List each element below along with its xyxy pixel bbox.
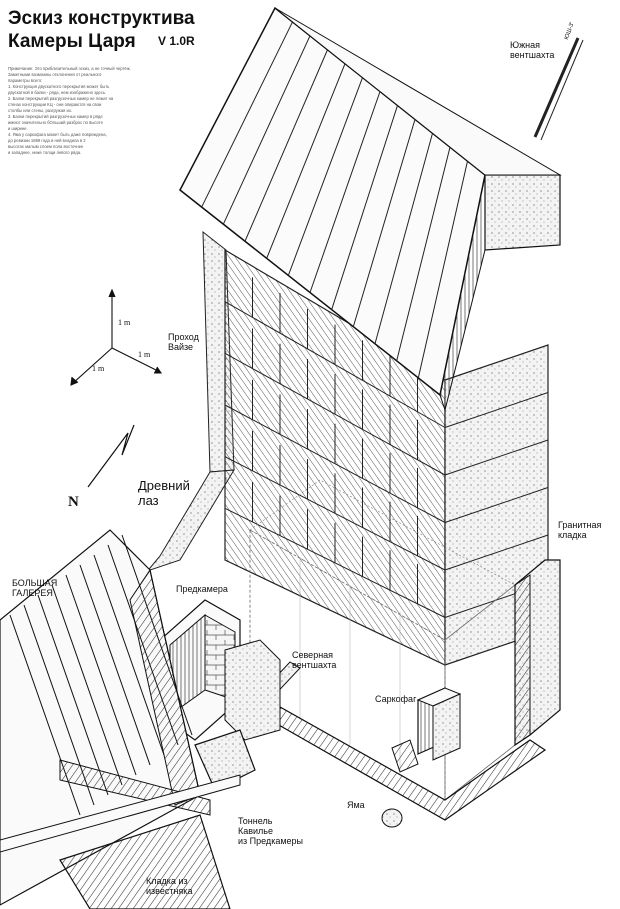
pit: [381, 739, 419, 828]
north-label: N: [68, 494, 79, 510]
gallery-step-line: [51, 584, 123, 786]
right-course-line: [444, 534, 549, 571]
roof-slat-line: [244, 49, 328, 242]
axis-label-z: 1 m: [92, 364, 105, 373]
note-line: 2. Балки перекрытий разгрузочных камер н…: [8, 96, 114, 101]
note-line: столбы или стены, разгружая их.: [8, 108, 73, 113]
note-line: имеют значительно бОльший разброс по выс…: [8, 120, 103, 125]
limestone-masonry: [59, 814, 231, 909]
note-line: Примечание: Это приблизительный эскиз, а…: [8, 66, 131, 71]
note-line: параметры всего:: [8, 78, 43, 83]
roof-slat-line: [374, 133, 433, 344]
label-pit: Яма: [347, 800, 365, 810]
gallery-step-line: [79, 564, 151, 766]
title-line-1: Эскиз конструктива: [8, 8, 195, 29]
roof-slat-line: [266, 63, 346, 259]
label-antechamber: Предкамера: [176, 584, 228, 594]
note-line: 1. Конструкция двускатного перекрытия мо…: [8, 84, 110, 89]
roof-slat-line: [309, 91, 381, 293]
north-arrow: [87, 424, 135, 488]
note-line: стенах конструкции КЦ - они опираются на…: [8, 102, 102, 107]
note-line: и западнее, ниже толщи левого ряда.: [8, 150, 82, 155]
axis-label-y: 1 m: [118, 318, 131, 327]
cavillier-tunnel: [0, 729, 256, 853]
title-line-2: Камеры Царя: [8, 31, 136, 52]
version-label: V 1.0R: [158, 34, 195, 48]
note-line: 3. Балки перекрытий разгрузочных камер в…: [8, 114, 103, 119]
roof-slat-line: [352, 119, 416, 327]
grand-gallery: [0, 529, 211, 906]
roof-slat-line: [201, 21, 293, 208]
gallery-step-line: [65, 574, 137, 776]
right-course-line: [444, 392, 549, 428]
label-sarcophagus: Саркофаг: [375, 694, 417, 704]
note-line: 4. Яма у саркофага может быть даже повре…: [8, 132, 107, 137]
roof-slat-line: [287, 77, 363, 276]
roof-slat-line: [417, 160, 468, 379]
gable-roof: [179, 6, 562, 412]
right-course-line: [444, 439, 549, 476]
left-course-line: [224, 352, 446, 476]
chamber-floor: [233, 689, 547, 821]
gallery-step-line: [93, 554, 165, 756]
right-course-line: [444, 487, 549, 523]
weise-passage: [139, 230, 235, 581]
scale-axes: [70, 288, 163, 386]
note-line: до ревизии 1869 года и ней входила в 2: [8, 138, 86, 143]
sarcophagus: [416, 687, 462, 761]
notes-block: Примечание: Это приблизительный эскиз, а…: [8, 66, 178, 156]
granite-wall: [514, 559, 561, 747]
axis-label-x: 1 m: [138, 350, 151, 359]
note-line: Заметными возможны отклонения от реально…: [8, 72, 102, 77]
note-line: двускатной в балки - ряда, нем изображен…: [8, 90, 107, 95]
roof-slat-line: [222, 35, 311, 225]
south-shaft: [533, 37, 584, 141]
roof-slat-line: [331, 105, 398, 310]
roof-slat-line: [396, 147, 451, 361]
note-line: высотах малым слоем пола восточнее: [8, 144, 84, 149]
note-line: и ширине.: [8, 126, 28, 131]
gallery-step-line: [37, 594, 109, 796]
